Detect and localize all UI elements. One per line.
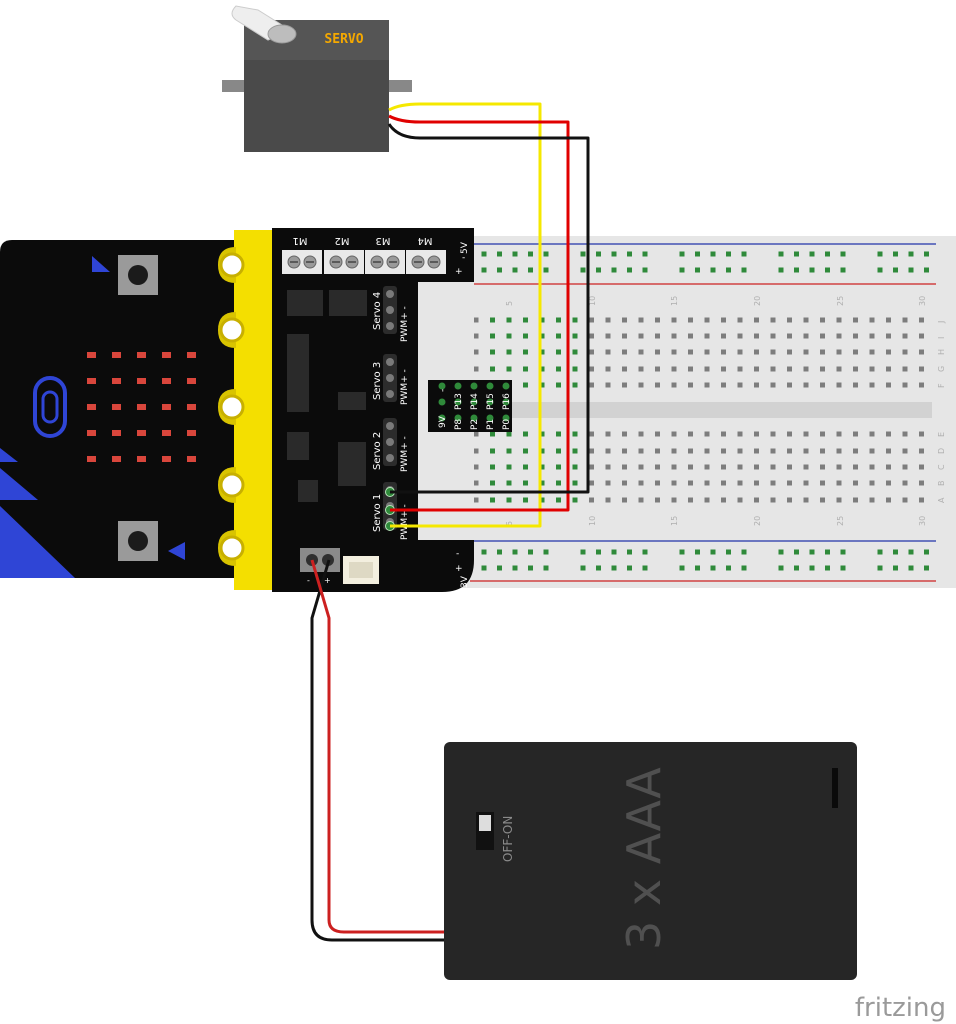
row-letter: H <box>937 349 946 355</box>
servo1-pins-label: PWM+ - <box>400 504 410 540</box>
led <box>87 430 96 436</box>
row-letter: G <box>937 366 946 372</box>
gpio-label-p15: P15 <box>486 393 496 410</box>
column-number-top: 10 <box>588 296 597 306</box>
led <box>137 430 146 436</box>
servo4-label: Servo 4 <box>372 292 383 330</box>
power-label-3v: 3V <box>460 575 470 588</box>
led <box>187 430 196 436</box>
led <box>112 404 121 410</box>
led <box>187 456 196 462</box>
led <box>162 430 171 436</box>
column-number-bottom: 5 <box>505 521 514 526</box>
row-letter: J <box>937 321 946 324</box>
row-letter: A <box>937 497 946 503</box>
power-label-minus-bottom: - <box>456 549 459 559</box>
led <box>187 404 196 410</box>
triangle-logo-b <box>168 542 185 560</box>
row-letter: D <box>937 448 946 454</box>
power-label-plus-top: + <box>455 267 463 277</box>
led <box>112 430 121 436</box>
led <box>87 378 96 384</box>
led <box>87 456 96 462</box>
motor-label-m4: M4 <box>418 235 433 246</box>
gpio-label-minus: - <box>438 389 448 392</box>
led <box>162 404 171 410</box>
led <box>162 378 171 384</box>
servo-signal-wire <box>388 102 542 528</box>
servo-motor: SERVO <box>222 5 412 152</box>
column-number-top: 5 <box>505 301 514 306</box>
servo4-pins-label: PWM+ - <box>400 306 410 342</box>
row-letter: F <box>937 383 946 388</box>
servo2-label: Servo 2 <box>372 432 383 470</box>
led <box>87 404 96 410</box>
gpio-label-p16: P16 <box>502 393 512 410</box>
row-letter: B <box>937 481 946 487</box>
servo3-pins-label: PWM+ - <box>400 369 410 405</box>
led <box>187 378 196 384</box>
column-number-bottom: 20 <box>753 516 762 526</box>
battery-black-wire <box>310 559 444 942</box>
servo-ground-wire <box>387 123 590 494</box>
servo2-pins-label: PWM+ - <box>400 436 410 472</box>
power-label-minus-top: - <box>462 253 465 263</box>
servo1-label: Servo 1 <box>372 494 383 532</box>
gpio-label-p1: P1 <box>486 419 496 430</box>
led <box>112 456 121 462</box>
gpio-label-p8: P8 <box>454 419 464 430</box>
row-letter: C <box>937 464 946 470</box>
gpio-label-p0: P0 <box>502 419 512 430</box>
led <box>137 404 146 410</box>
motor-driver-board: M1 M2 M3 M4 5V - + 3V - + Servo 4 PWM+ -… <box>272 228 512 592</box>
column-number-bottom: 10 <box>588 516 597 526</box>
power-label-5v: 5V <box>460 241 470 254</box>
battery-label: 3 x AAA <box>617 767 671 950</box>
led <box>187 352 196 358</box>
gpio-label-9v: 9V <box>438 415 448 428</box>
led <box>137 378 146 384</box>
column-number-bottom: 15 <box>670 516 679 526</box>
column-number-top: 15 <box>670 296 679 306</box>
battery-wires <box>310 559 444 942</box>
power-label-plus-bottom: + <box>455 564 463 574</box>
microbit-logo-icon <box>33 376 67 438</box>
microbit-board <box>0 230 272 590</box>
motor-label-m1: M1 <box>293 235 308 246</box>
led <box>112 378 121 384</box>
battery-switch-label: OFF-ON <box>501 816 515 862</box>
triangle-logo-a <box>92 256 110 272</box>
gpio-label-p13: P13 <box>454 393 464 410</box>
column-number-top: 25 <box>836 296 845 306</box>
led <box>112 352 121 358</box>
column-number-bottom: 25 <box>836 516 845 526</box>
led <box>137 352 146 358</box>
servo-label: SERVO <box>324 32 363 47</box>
battery-terminal-minus: - <box>307 576 310 585</box>
gpio-label-p14: P14 <box>470 393 480 410</box>
led-matrix <box>87 352 196 462</box>
battery-terminal-plus: + <box>324 576 331 585</box>
row-letter: E <box>937 432 946 437</box>
battery-pack: OFF-ON 3 x AAA <box>444 742 857 980</box>
led <box>162 456 171 462</box>
motor-label-m2: M2 <box>335 235 350 246</box>
servo-power-wire <box>388 114 570 512</box>
servo-wires <box>387 102 590 528</box>
led <box>162 352 171 358</box>
column-number-bottom: 30 <box>918 516 927 526</box>
row-letter: I <box>937 337 946 339</box>
battery-red-wire <box>310 559 444 934</box>
gpio-label-p2: P2 <box>470 419 480 430</box>
column-number-top: 20 <box>753 296 762 306</box>
motor-label-m3: M3 <box>376 235 391 246</box>
led <box>87 352 96 358</box>
led <box>137 456 146 462</box>
fritzing-watermark: fritzing <box>855 993 946 1023</box>
column-number-top: 30 <box>918 296 927 306</box>
servo3-label: Servo 3 <box>372 362 383 400</box>
